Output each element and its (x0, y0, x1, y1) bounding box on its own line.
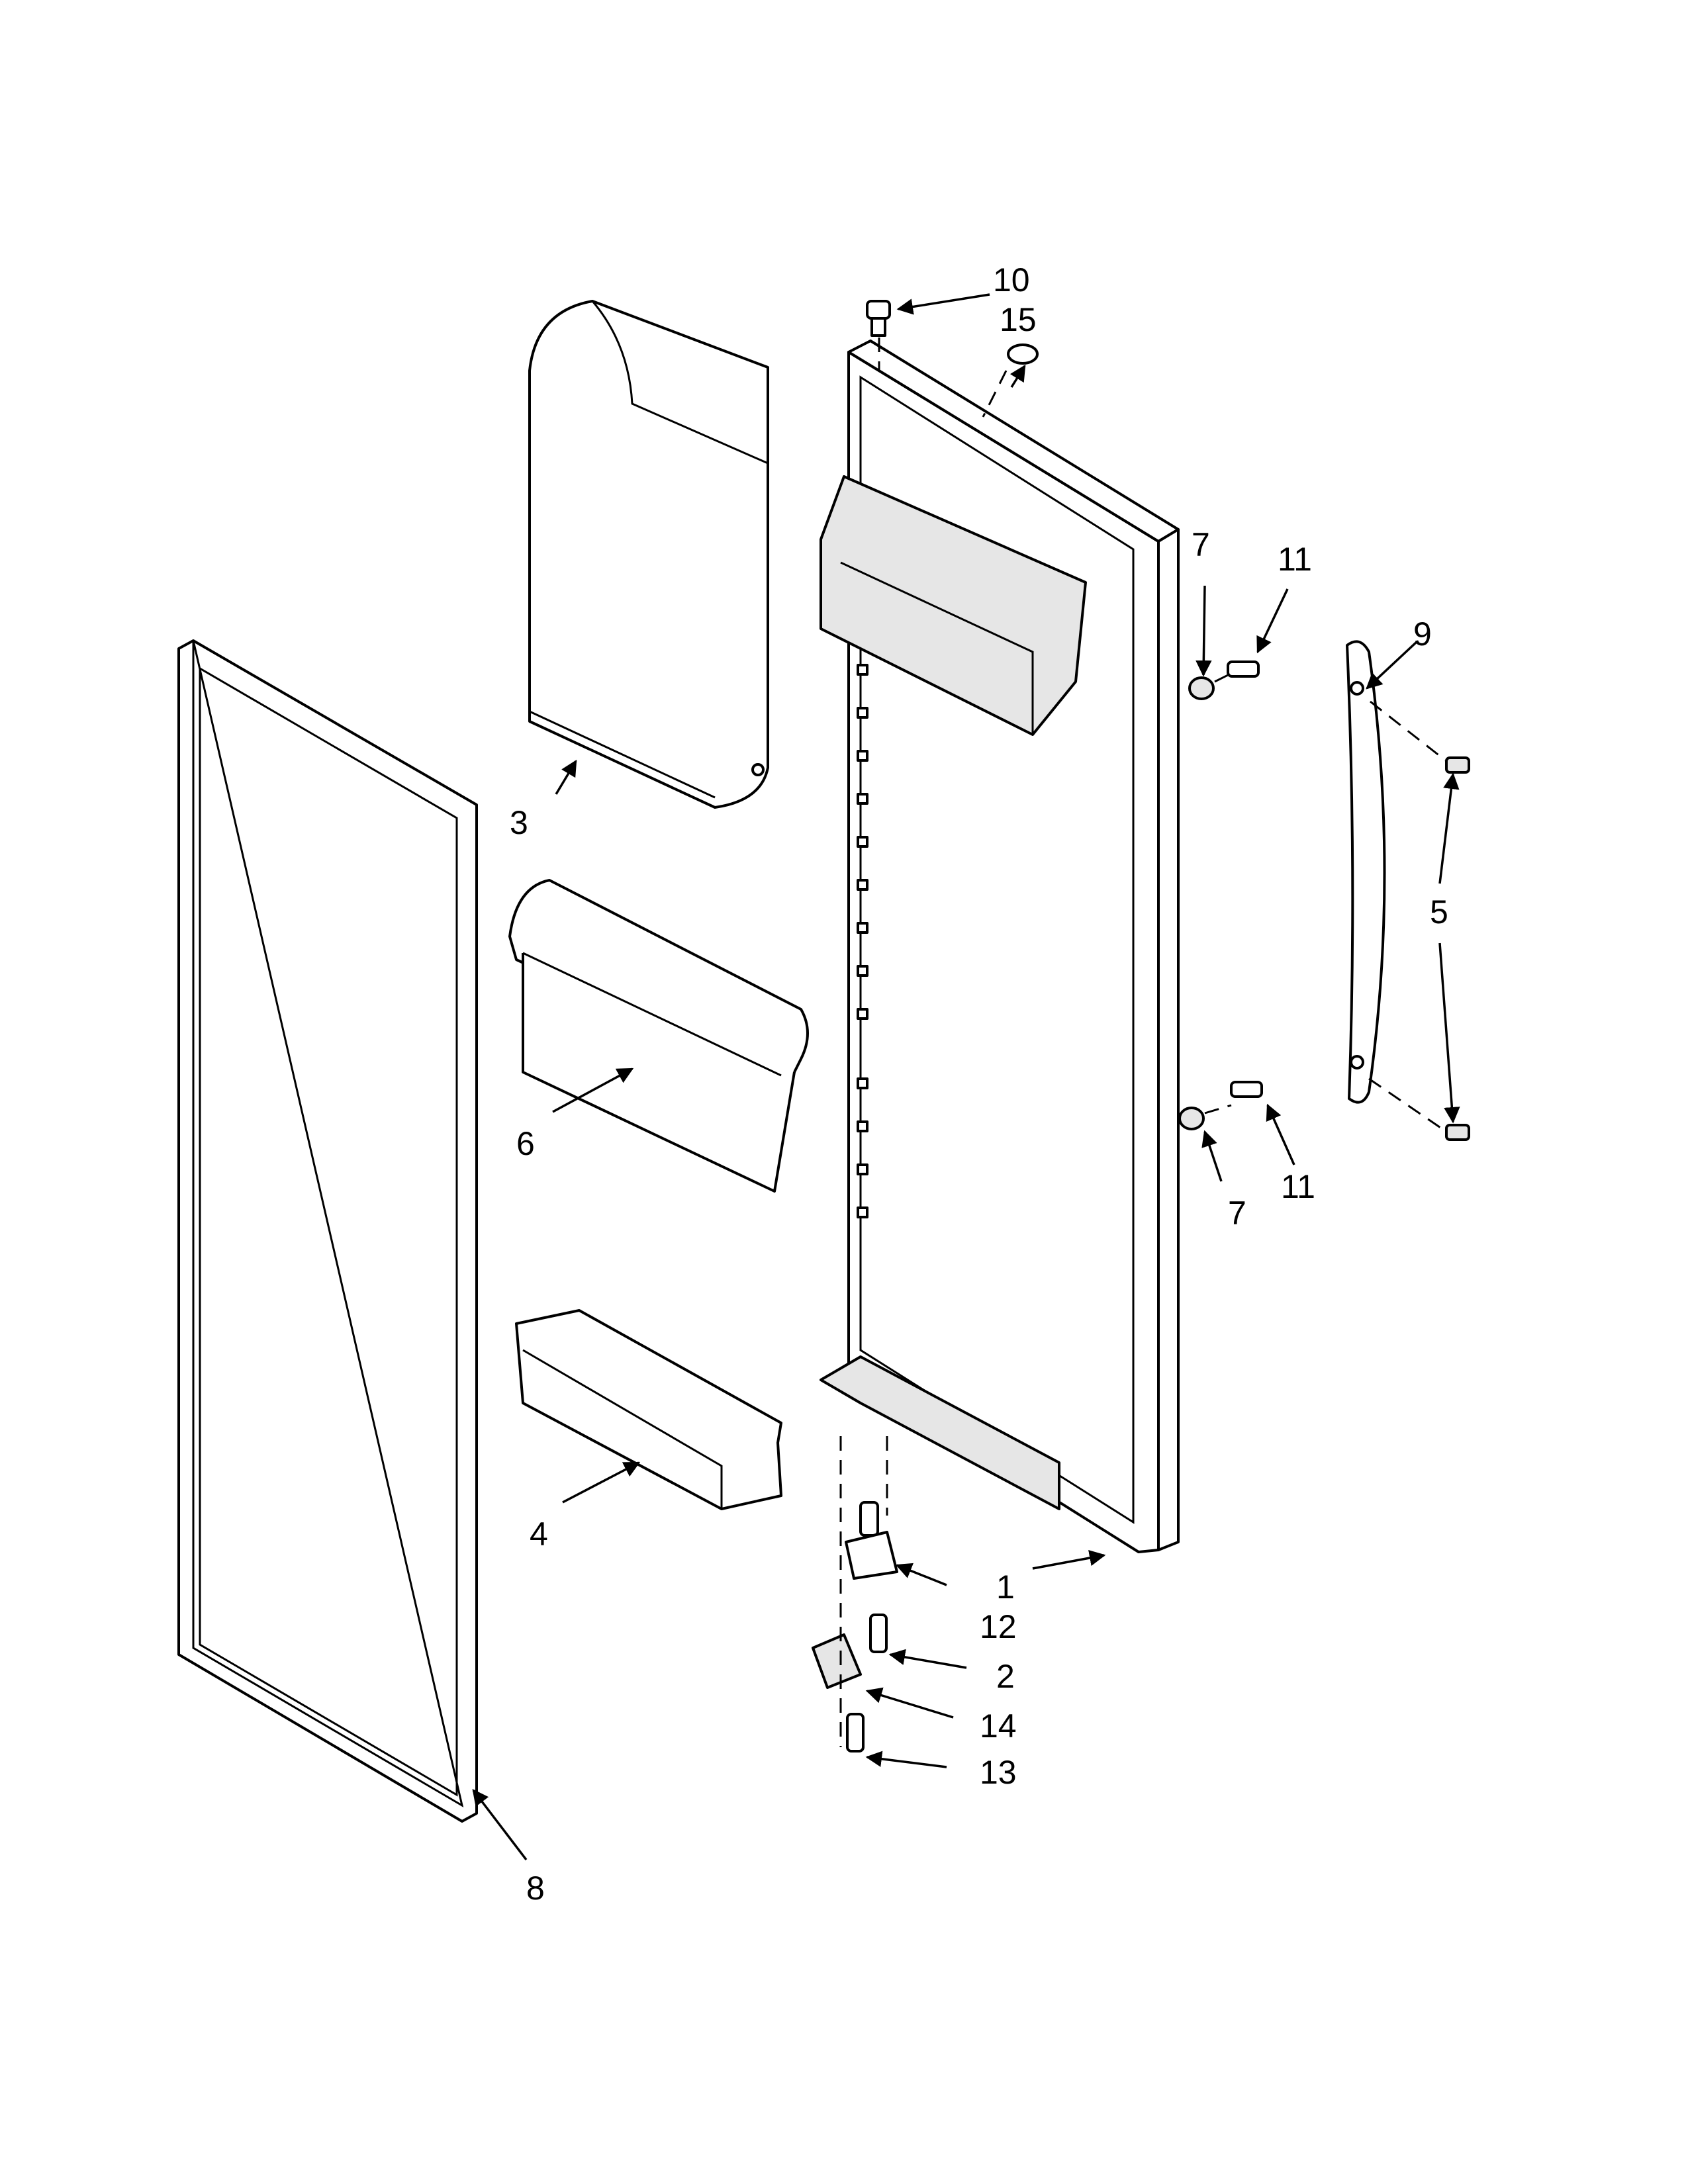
hinge-bracket-part-14 (812, 1633, 862, 1689)
door-gasket-part-8 (177, 639, 478, 1823)
spacer-part-7-top (1188, 676, 1215, 700)
door-assembly-part-1 (820, 340, 1180, 1553)
callout-3: 3 (510, 804, 528, 841)
callout-7-top: 7 (1192, 526, 1210, 563)
stud-part-5-top (1445, 756, 1470, 774)
washer-part-15 (1007, 343, 1039, 365)
callout-15: 15 (1000, 301, 1037, 338)
door-handle-part-9 (1346, 640, 1386, 1104)
callout-7-bottom: 7 (1228, 1195, 1246, 1232)
screw-part-13 (846, 1713, 865, 1752)
alignment-lines (839, 338, 1447, 1747)
callout-9: 9 (1413, 615, 1432, 653)
callout-14: 14 (980, 1707, 1017, 1745)
callout-6: 6 (516, 1125, 535, 1162)
door-shelf-part-4 (515, 1309, 782, 1510)
callout-10: 10 (993, 261, 1030, 298)
hinge-pin-part-10 (866, 300, 891, 337)
callout-1: 1 (996, 1569, 1015, 1606)
leader-lines (472, 293, 1460, 1861)
bin-cover-part-3 (528, 300, 769, 809)
screw-part-11-bottom (1230, 1081, 1263, 1098)
callout-4: 4 (530, 1516, 548, 1553)
callout-2: 2 (996, 1658, 1015, 1695)
spacer-part-7-bottom (1178, 1107, 1205, 1130)
lower-hinge-part-12 (845, 1501, 898, 1580)
callout-13: 13 (980, 1754, 1017, 1791)
callout-11-top: 11 (1278, 541, 1312, 578)
callout-11-bottom: 11 (1281, 1168, 1315, 1205)
callout-labels: 10 15 7 11 9 3 5 6 11 7 4 1 12 2 14 13 8 (510, 261, 1448, 1907)
stud-part-5-bottom (1445, 1124, 1470, 1141)
screw-part-11-top (1227, 660, 1260, 678)
callout-12: 12 (980, 1608, 1017, 1645)
callout-8: 8 (526, 1870, 545, 1907)
callout-5: 5 (1430, 893, 1448, 931)
screw-part-2 (869, 1614, 888, 1653)
shelf-support-dots (857, 664, 868, 1218)
door-bin-part-6 (508, 879, 809, 1193)
